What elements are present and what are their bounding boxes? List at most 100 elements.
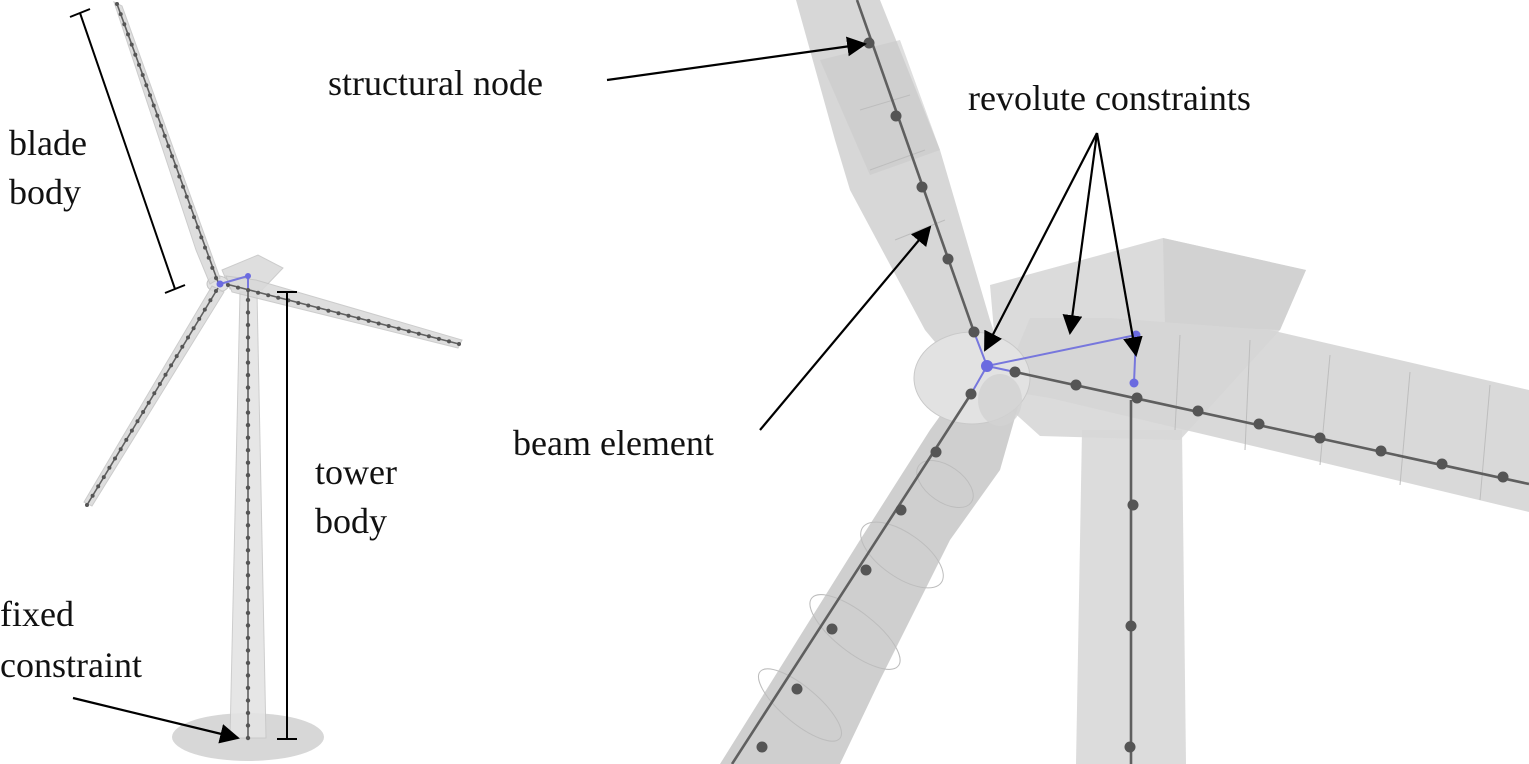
overview-blade-right-node [226, 283, 230, 287]
detail-structural-nodes [756, 37, 1509, 753]
revolute-constraint-arrow-2 [1062, 132, 1099, 335]
revolute-constraint-arrow-3 [1095, 132, 1143, 357]
detail-airfoil-sections [758, 94, 1491, 742]
overview-tower-node [245, 347, 251, 353]
overview-blade-lower-node [197, 316, 202, 321]
overview-blade-lower-node [107, 465, 112, 470]
overview-blade-right-node [336, 311, 341, 316]
detail-structural-node [1375, 445, 1387, 457]
overview-tower-node [245, 610, 251, 616]
overview-tower-node [245, 485, 251, 490]
overview-blade-right-node [356, 316, 361, 321]
overview-blade-right-node [396, 326, 401, 331]
overview-blade-upper-node [118, 12, 123, 17]
overview-tower-node [245, 560, 251, 565]
overview-blade-upper-node [140, 73, 145, 77]
detail-turbine [606, 0, 1529, 764]
overview-blade-upper-node [170, 154, 174, 159]
revolute-constraint-arrow-1 [984, 132, 1098, 352]
overview-blade-right-node [426, 334, 431, 339]
overview-tower-node [245, 310, 251, 315]
blade-body-dimension [69, 8, 186, 294]
detail-structural-node [1127, 499, 1139, 511]
overview-blade-upper-node [210, 265, 215, 270]
overview-tower-node [245, 448, 251, 453]
detail-structural-node [860, 564, 872, 576]
overview-blade-right-node [276, 295, 281, 300]
overview-blade-lower-node [157, 382, 162, 386]
overview-blade-lower [83, 285, 225, 507]
overview-blade-right-node [256, 290, 261, 295]
overview-blade-lower-node [174, 354, 179, 359]
overview-tower-node [245, 660, 251, 666]
overview-hub-node [216, 280, 224, 288]
overview-tower-node [245, 360, 251, 365]
detail-hub-face [978, 374, 1022, 426]
overview-blade-right-node [266, 293, 271, 298]
labels: blade body tower body fixed constraint s… [0, 63, 1251, 685]
detail-structural-node [895, 504, 907, 516]
overview-blade-lower-node [163, 372, 168, 377]
overview-blade-lower-node [141, 410, 146, 414]
fixed-constraint-label-line2: constraint [0, 645, 142, 685]
tower-body-label-line2: body [315, 501, 387, 541]
overview-blade-upper-node [129, 42, 134, 47]
overview-tower-node [245, 685, 251, 691]
overview-blade-lower-node [146, 400, 151, 405]
overview-tower-node [245, 322, 251, 328]
overview-blade-lower-node [169, 363, 174, 368]
overview-blade-lower-node [152, 391, 157, 396]
overview-turbine [69, 1, 463, 761]
overview-blade-lower-node [214, 289, 218, 293]
overview-blade-right [225, 275, 463, 349]
overview-tower-node [245, 397, 251, 403]
overview-blade-lower-node [191, 326, 196, 331]
overview-blade-upper-node [144, 83, 149, 88]
overview-blade-lower-node [101, 475, 106, 480]
overview-blade-right-node [236, 285, 240, 290]
detail-blade-right [1000, 318, 1529, 512]
blade-body-label-line2: body [9, 172, 81, 212]
detail-constraint-links [973, 331, 1138, 384]
overview-blade-upper-node [122, 22, 127, 27]
overview-tower-node [245, 410, 251, 415]
detail-structural-node [1124, 741, 1136, 753]
overview-blade-right-node [406, 329, 411, 334]
overview-blade-right-node [296, 301, 301, 305]
overview-tower-node [245, 297, 251, 303]
overview-blade-upper-node [203, 245, 207, 250]
overview-blade-upper-node [115, 2, 119, 6]
detail-blade-upper-beam [855, 0, 976, 333]
overview-blade-upper-node [126, 32, 130, 37]
overview-tower-node [245, 435, 251, 440]
overview-blade-lower-node [180, 344, 185, 349]
overview-blade-lower-node [208, 298, 213, 303]
detail-nacelle-side [1163, 238, 1306, 330]
detail-structural-node [1497, 471, 1509, 483]
detail-structural-node [1125, 620, 1137, 632]
detail-structural-node [968, 326, 980, 338]
detail-hub-constraint-node [981, 360, 993, 372]
overview-blade-right-node [416, 331, 421, 336]
detail-structural-node [1131, 392, 1143, 404]
fixed-constraint-label-line1: fixed [0, 594, 74, 634]
overview-tower-node [245, 460, 251, 465]
overview-blade-upper-node [206, 255, 211, 260]
overview-tower-node [245, 598, 251, 603]
detail-structural-node [1314, 432, 1326, 444]
overview-blade-lower-node [202, 307, 207, 312]
overview-blade-lower-node [135, 419, 140, 424]
overview-tower-node [245, 548, 251, 553]
overview-blade-upper-node [159, 123, 163, 128]
overview-blade-upper-node [173, 164, 178, 169]
overview-blade-lower-node [113, 456, 117, 461]
overview-tower-node [245, 523, 251, 528]
overview-tower-node [245, 573, 251, 578]
overview-blade-upper-node [184, 194, 189, 199]
overview-blade-lower-node [90, 493, 95, 498]
overview-blade-right-node [376, 321, 381, 326]
overview-blade-lower-node [118, 447, 123, 452]
overview-tower-node [245, 648, 251, 653]
revolute-constraints-label: revolute constraints [968, 78, 1251, 118]
detail-structural-node [942, 253, 954, 265]
